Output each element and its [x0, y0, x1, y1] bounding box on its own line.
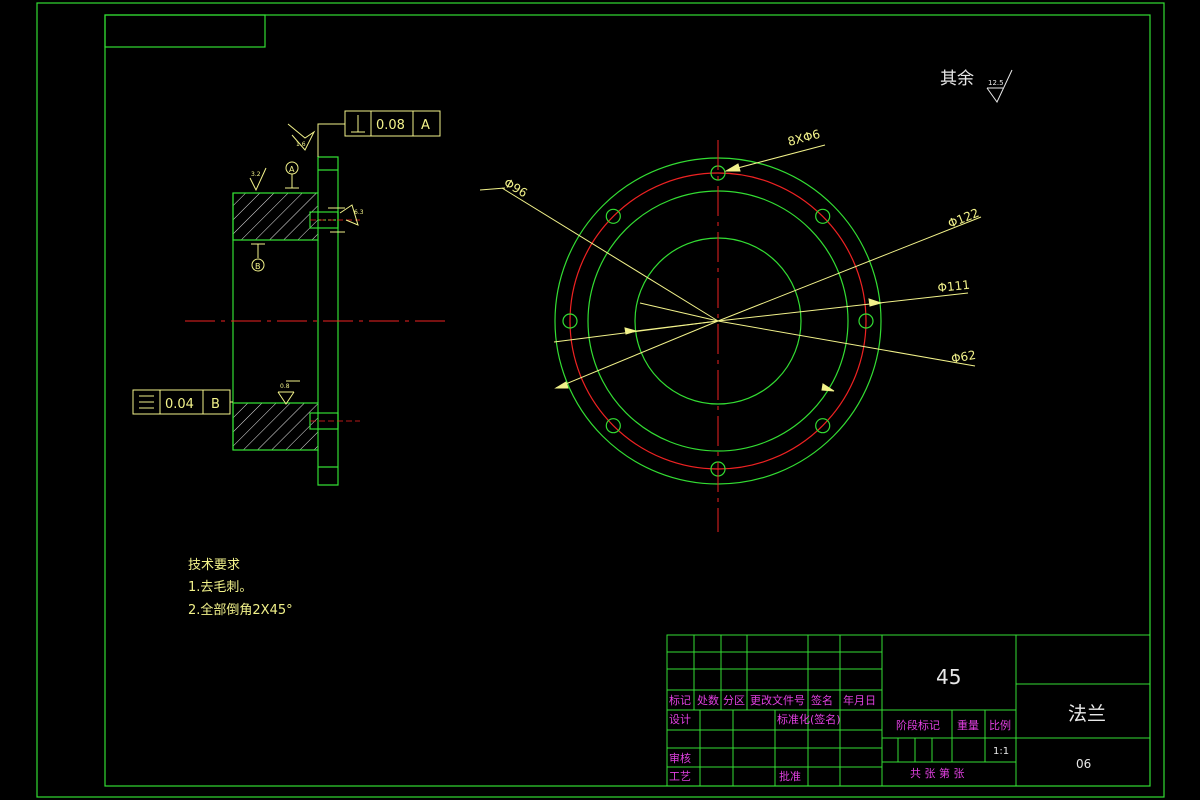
roughness-right: 6.3 [328, 204, 364, 233]
svg-text:(签名): (签名) [810, 712, 841, 726]
tech-requirement-1: 1.去毛刺。 [188, 580, 252, 595]
svg-text:设计: 设计 [669, 713, 691, 726]
svg-text:签名: 签名 [811, 693, 833, 707]
perpendicularity-frame: 0.08 A [317, 110, 441, 157]
bolt-hole [605, 418, 621, 434]
bolt-hole [605, 208, 621, 224]
svg-text:1.6: 1.6 [296, 141, 306, 148]
svg-text:A: A [289, 165, 295, 174]
dim-d62: Φ62 [950, 348, 977, 366]
tech-requirement-2: 2.全部倒角2X45° [188, 602, 293, 618]
tech-requirements-title: 技术要求 [188, 558, 240, 573]
svg-text:批准: 批准 [779, 769, 801, 783]
svg-text:3.2: 3.2 [251, 171, 261, 178]
svg-text:标准化: 标准化 [777, 712, 810, 726]
dim-d111: Φ111 [937, 278, 971, 295]
svg-text:更改文件号: 更改文件号 [750, 693, 805, 707]
title-block: 标记 处数 分区 更改文件号 签名 年月日 设计 标准化 (签名) 阶段标记 重… [666, 634, 1151, 787]
dim-bolt-holes: 8XΦ6 [786, 127, 821, 149]
front-view: 8XΦ6 Φ96 Φ122 Φ111 Φ62 [479, 127, 982, 532]
svg-text:年月日: 年月日 [843, 693, 876, 707]
surface-finish-label: 其余 [940, 69, 974, 89]
roughness-symbol-icon [986, 69, 1013, 103]
roughness-bore: 0.8 [277, 380, 300, 405]
perpendicularity-value: 0.08 [376, 118, 405, 133]
parallelism-value: 0.04 [165, 397, 194, 412]
perpendicularity-datum: A [421, 118, 430, 133]
svg-text:重量: 重量 [957, 718, 979, 732]
tech-requirements: 技术要求 1.去毛刺。 2.全部倒角2X45° [188, 558, 293, 618]
drawing-number: 06 [1076, 757, 1091, 771]
svg-text:6.3: 6.3 [354, 209, 364, 216]
bolt-hole [562, 313, 578, 329]
svg-text:共 张 第 张: 共 张 第 张 [910, 766, 965, 780]
datum-a-symbol: A [285, 161, 299, 189]
svg-text:分区: 分区 [723, 694, 745, 707]
roughness-left: 3.2 [249, 167, 267, 192]
roughness-top: 1.6 [287, 123, 316, 151]
surface-finish-note: 其余 12.5 [940, 69, 1013, 103]
bolt-hole [858, 313, 874, 329]
dim-d122: Φ122 [946, 206, 981, 231]
material-value: 45 [936, 665, 961, 689]
svg-text:B: B [255, 262, 261, 271]
svg-text:标记: 标记 [669, 693, 691, 707]
part-name: 法兰 [1068, 703, 1106, 725]
svg-text:工艺: 工艺 [669, 770, 691, 783]
surface-finish-value: 12.5 [988, 79, 1004, 87]
svg-text:处数: 处数 [697, 694, 719, 707]
svg-text:0.8: 0.8 [280, 383, 290, 390]
bolt-hole [815, 418, 831, 434]
scale-value: 1:1 [993, 746, 1009, 757]
parallelism-frame: 0.04 B [132, 389, 233, 415]
parallelism-datum: B [211, 397, 220, 412]
svg-text:审核: 审核 [669, 751, 691, 765]
svg-text:比例: 比例 [989, 718, 1011, 732]
bolt-hole [815, 208, 831, 224]
bolt-holes [562, 165, 874, 477]
svg-text:阶段标记: 阶段标记 [896, 718, 940, 732]
section-view: 0.08 A 1.6 3.2 A B [132, 110, 450, 486]
drawing-border [36, 2, 1165, 798]
datum-b-symbol: B [251, 243, 265, 272]
